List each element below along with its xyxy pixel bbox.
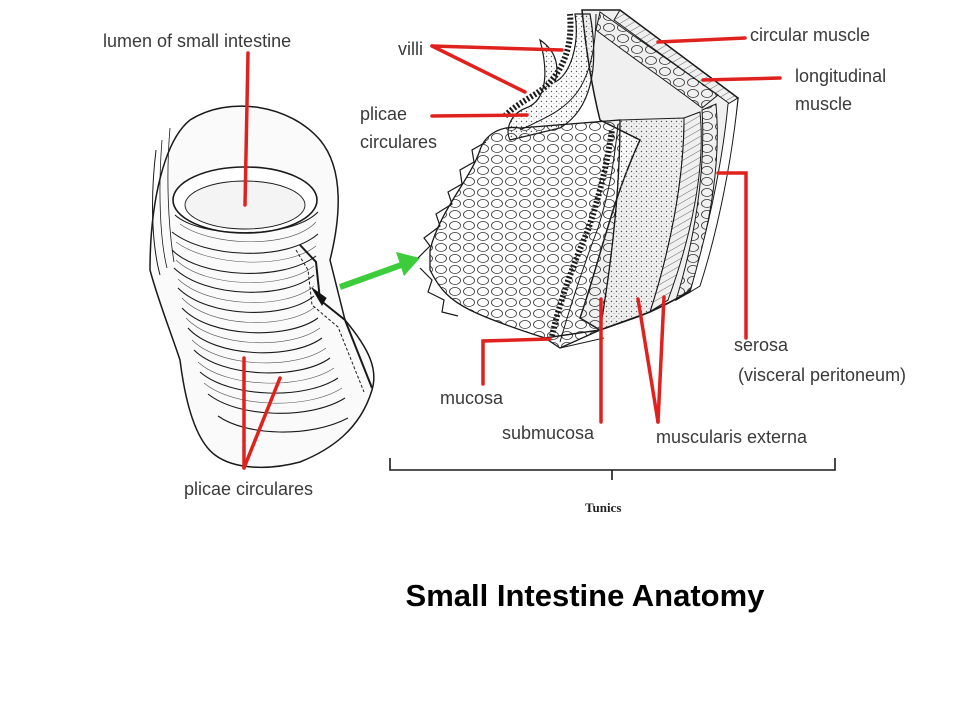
label-plicae-circulares-top: plicae circulares [360, 104, 438, 152]
leader-lines [242, 36, 782, 470]
label-villi: villi [398, 39, 423, 59]
page-title: Small Intestine Anatomy [405, 578, 765, 613]
label-serosa: serosa [734, 335, 789, 355]
zoom-arrow [338, 252, 420, 290]
label-submucosa: submucosa [502, 423, 595, 443]
label-mucosa: mucosa [440, 388, 504, 408]
label-tunics: Tunics [585, 500, 622, 515]
label-circular-muscle: circular muscle [750, 25, 871, 45]
label-serosa-note: (visceral peritoneum) [738, 365, 907, 385]
wall-section-drawing [417, 9, 739, 349]
label-lumen: lumen of small intestine [103, 31, 292, 51]
label-muscularis-externa: muscularis externa [656, 427, 808, 447]
label-plicae-circulares-bottom: plicae circulares [184, 479, 314, 499]
tunics-bracket [389, 458, 836, 480]
intestine-tube-drawing [149, 105, 375, 469]
label-longitudinal-muscle: longitudinal muscle [795, 66, 887, 114]
